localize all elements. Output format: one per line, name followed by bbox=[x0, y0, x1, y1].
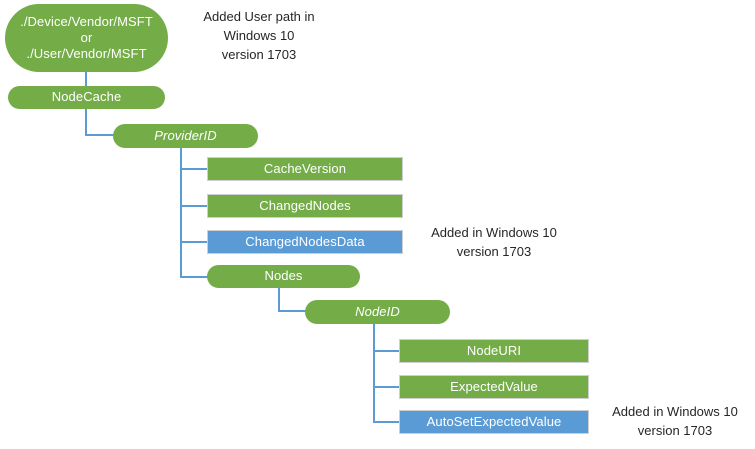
node-cacheversion[interactable]: CacheVersion bbox=[207, 157, 403, 181]
connector-nodecache-to-providerid bbox=[85, 134, 117, 136]
node-nodeid[interactable]: NodeID bbox=[305, 300, 450, 324]
connector-nodeid-to-expectedvalue bbox=[373, 386, 400, 388]
node-expectedvalue[interactable]: ExpectedValue bbox=[399, 375, 589, 399]
connector-nodecache-down bbox=[85, 108, 87, 136]
annotation-root-user-path: Added User path in Windows 10 version 17… bbox=[203, 9, 315, 62]
node-root[interactable]: ./Device/Vendor/MSFT or ./User/Vendor/MS… bbox=[5, 4, 168, 72]
connector-providerid-to-nodes bbox=[180, 276, 208, 278]
node-nodes[interactable]: Nodes bbox=[207, 265, 360, 288]
node-changednodes[interactable]: ChangedNodes bbox=[207, 194, 403, 218]
node-providerid[interactable]: ProviderID bbox=[113, 124, 258, 148]
annotation-autosetexpectedvalue-added: Added in Windows 10 version 1703 bbox=[612, 404, 738, 438]
node-changednodesdata[interactable]: ChangedNodesData bbox=[207, 230, 403, 254]
connector-providerid-to-changednodesdata bbox=[180, 241, 208, 243]
node-nodeuri[interactable]: NodeURI bbox=[399, 339, 589, 363]
node-nodecache[interactable]: NodeCache bbox=[8, 86, 165, 109]
node-autosetexpectedvalue[interactable]: AutoSetExpectedValue bbox=[399, 410, 589, 434]
connector-nodes-to-nodeid bbox=[278, 310, 308, 312]
connector-providerid-to-cacheversion bbox=[180, 168, 208, 170]
connector-nodeid-trunk bbox=[373, 323, 375, 422]
connector-nodes-down bbox=[278, 287, 280, 312]
connector-nodeid-to-nodeuri bbox=[373, 350, 400, 352]
connector-nodeid-to-autosetexpectedvalue bbox=[373, 421, 400, 423]
annotation-changednodesdata-added: Added in Windows 10 version 1703 bbox=[431, 225, 557, 259]
connector-root-to-nodecache bbox=[85, 70, 87, 90]
connector-providerid-trunk bbox=[180, 148, 182, 278]
connector-providerid-to-changednodes bbox=[180, 205, 208, 207]
